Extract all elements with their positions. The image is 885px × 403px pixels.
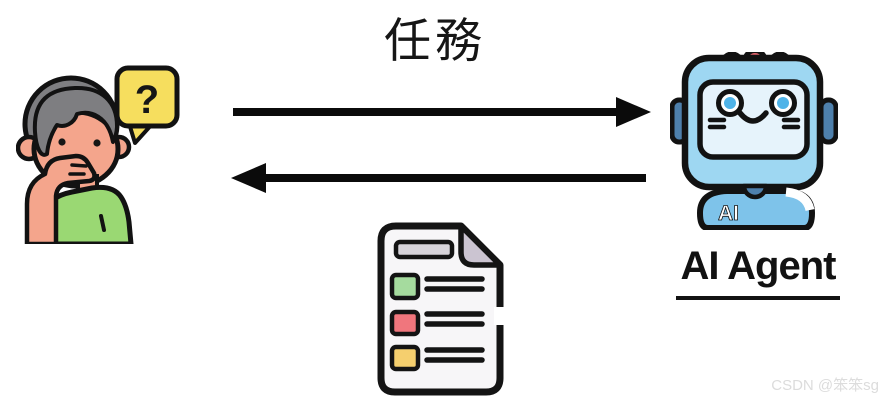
task-list-document-icon	[377, 222, 506, 396]
person-left-eye	[58, 138, 66, 146]
task-arrow-right	[233, 97, 651, 127]
response-arrow-head-icon	[231, 163, 266, 193]
speech-bubble-body	[114, 65, 180, 129]
person-hand-on-chin	[24, 153, 97, 244]
question-mark: ?	[135, 78, 159, 122]
checklist-marker-yellow	[389, 344, 421, 372]
checklist-row-lines	[424, 276, 485, 292]
person-hair-fringe	[32, 85, 119, 157]
robot-neck	[741, 183, 769, 200]
robot-figure: AI	[670, 52, 838, 230]
checklist-row-lines	[424, 347, 485, 363]
person-figure	[16, 75, 134, 244]
document-border-gap	[494, 307, 506, 325]
robot-right-pupil	[777, 97, 789, 109]
robot-cheek-marks	[707, 117, 801, 130]
task-label: 任務	[384, 14, 486, 67]
robot-body-highlight	[785, 187, 815, 212]
checklist-row-lines	[424, 311, 485, 327]
document-corner-fold	[458, 223, 503, 268]
person-right-eye	[93, 139, 101, 147]
robot-smile	[737, 110, 769, 124]
person-shirt-crease	[99, 214, 106, 232]
robot-chest-badge: AI	[718, 202, 739, 225]
person-finger-lines	[68, 163, 88, 176]
checklist-marker-red	[389, 309, 421, 337]
ai-robot-icon: AI	[670, 52, 838, 230]
response-arrow-left	[231, 163, 646, 193]
agent-caption-wrap: AI Agent	[658, 244, 858, 300]
speech-bubble: ?	[114, 65, 180, 145]
watermark: CSDN @笨笨sg	[771, 377, 879, 394]
task-arrow-head-icon	[616, 97, 651, 127]
agent-caption: AI Agent	[675, 244, 841, 300]
robot-left-pupil	[724, 97, 736, 109]
robot-body	[697, 188, 815, 230]
checklist-marker-green	[389, 272, 421, 301]
thinking-person-icon: ?	[16, 65, 180, 244]
document-header-bar	[393, 239, 455, 260]
